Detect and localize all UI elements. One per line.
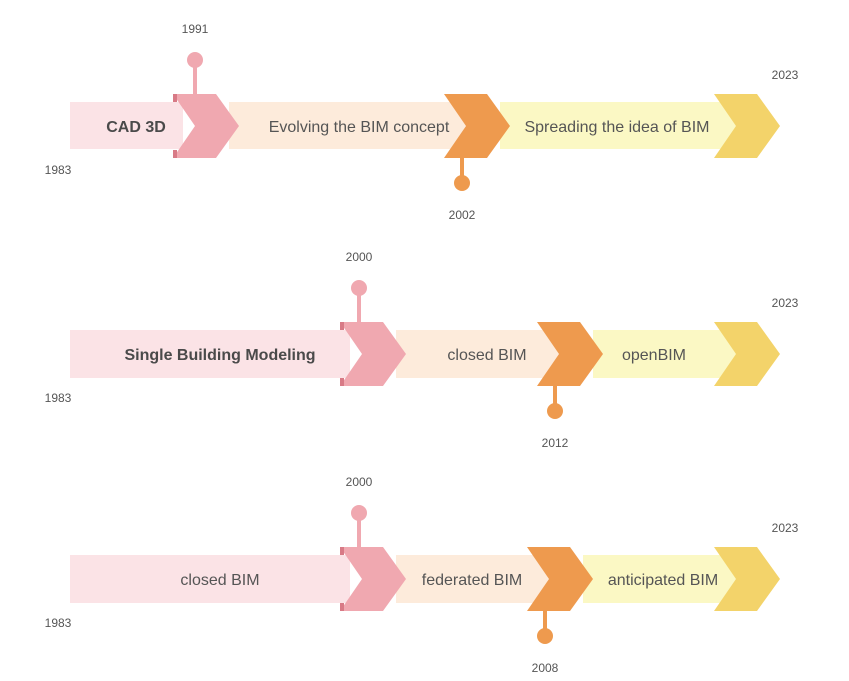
milestone-year-label: 2000: [346, 250, 373, 264]
milestone-year-label: 1991: [182, 22, 209, 36]
chevron-fold: [340, 603, 344, 611]
chevron-gold: [714, 547, 780, 611]
chevron-pink: [173, 94, 239, 158]
band-peach: [396, 555, 549, 603]
band-pink: [70, 330, 350, 378]
milestone-year-label: 2000: [346, 475, 373, 489]
milestone-dot: [351, 280, 367, 296]
segment-label: openBIM: [622, 347, 686, 364]
chevron-fold: [340, 547, 344, 555]
milestone-dot: [454, 175, 470, 191]
milestone-dot: [547, 403, 563, 419]
end-year-label: 2023: [772, 521, 799, 535]
timeline-row-3: closed BIM federated BIM anticipated BIM 19…: [45, 475, 799, 675]
start-year-label: 1983: [45, 616, 72, 630]
start-year-label: 1983: [45, 163, 72, 177]
milestone-dot: [537, 628, 553, 644]
start-year-label: 1983: [45, 391, 72, 405]
milestone-year-label: 2008: [532, 661, 559, 675]
band-peach: [396, 330, 559, 378]
segment-label: CAD 3D: [106, 119, 166, 136]
chevron-gold: [714, 94, 780, 158]
chevron-fold: [340, 322, 344, 330]
chevron-fold: [173, 150, 177, 158]
chevron-pink: [340, 322, 406, 386]
timeline-row-2: Single Building Modeling closed BIM openBI…: [45, 250, 799, 450]
band-pink: [70, 555, 350, 603]
segment-label: Evolving the BIM concept: [269, 119, 450, 136]
segment-label: federated BIM: [422, 572, 523, 589]
segment-label: anticipated BIM: [608, 572, 718, 589]
segment-label: closed BIM: [180, 572, 259, 589]
milestone-year-label: 2002: [449, 208, 476, 222]
chevron-orange: [537, 322, 603, 386]
band-pink: [70, 102, 183, 149]
milestone-dot: [187, 52, 203, 68]
chevron-fold: [173, 94, 177, 102]
segment-label: closed BIM: [447, 347, 526, 364]
chevron-gold: [714, 322, 780, 386]
segment-label: Spreading the idea of BIM: [524, 119, 709, 136]
timeline-row-1: CAD 3D Evolving the BIM concept Spreading …: [45, 22, 799, 222]
band-peach: [229, 102, 466, 149]
milestone-year-label: 2012: [542, 436, 569, 450]
end-year-label: 2023: [772, 296, 799, 310]
band-yellow: [583, 555, 738, 603]
milestone-dot: [351, 505, 367, 521]
chevron-orange: [527, 547, 593, 611]
segment-label: Single Building Modeling: [124, 347, 315, 364]
band-yellow: [500, 102, 738, 149]
chevron-pink: [340, 547, 406, 611]
end-year-label: 2023: [772, 68, 799, 82]
chevron-fold: [340, 378, 344, 386]
chevron-orange: [444, 94, 510, 158]
band-yellow: [593, 330, 738, 378]
